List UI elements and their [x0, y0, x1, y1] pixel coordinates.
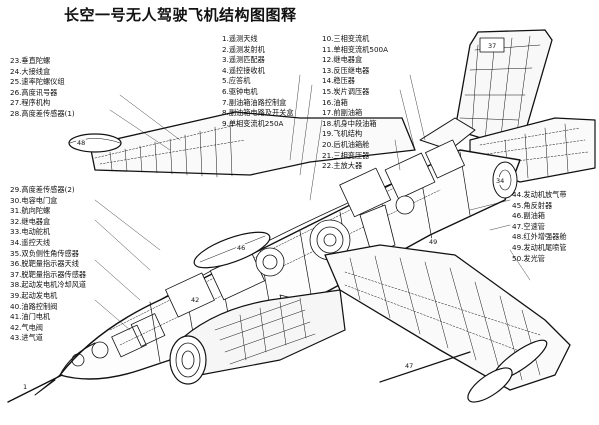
legend-entry: 15.炭片调压器	[322, 86, 370, 96]
legend-entry: 7.副油箱油路控制盒	[222, 97, 287, 107]
legend-entry: 18.机身中段油箱	[322, 118, 377, 128]
legend-entry: 20.后机油箱舱	[322, 139, 370, 149]
legend-entry: 46.副油箱	[512, 211, 545, 221]
callout-47: 47	[404, 362, 415, 370]
legend-entry: 25.速率陀螺仪组	[10, 77, 65, 87]
nose-cone	[7, 313, 166, 403]
legend-entry: 1.遥测天线	[222, 34, 258, 43]
callout-46: 46	[236, 244, 247, 252]
legend-entry: 23.垂直陀螺	[10, 56, 51, 65]
legend-entry: 27.程序机构	[10, 98, 51, 108]
legend-entry: 24.大接线盒	[10, 66, 51, 76]
legend-entry: 28.高度差传感器(1)	[10, 108, 75, 118]
leader-lines	[94, 74, 531, 331]
legend-entry: 22.主放大器	[322, 161, 363, 171]
pitot-tube	[379, 351, 471, 383]
legend-entry: 48.红外增强器舱	[512, 232, 567, 242]
legend-entry: 30.电容电门盒	[10, 195, 58, 205]
legend-entry: 14.稳压器	[322, 76, 355, 86]
legend-entry: 41.油门电机	[10, 312, 51, 322]
legend-entry: 12.继电器盒	[322, 55, 363, 65]
legend-entry: 19.飞机结构	[322, 129, 363, 139]
legend-entry: 13.反压继电器	[322, 65, 370, 75]
legend-entry: 34.遥控天线	[10, 237, 51, 247]
legend-entry: 5.应答机	[222, 76, 251, 86]
legend-entry: 17.前副油箱	[322, 108, 363, 118]
callout-37: 37	[487, 42, 498, 50]
callout-48: 48	[76, 139, 87, 147]
legend-entry: 39.起动发电机	[10, 290, 58, 300]
legend-entry: 49.发动机尾喷管	[512, 242, 567, 252]
legend-entry: 43.进气道	[10, 333, 43, 343]
legend-entry: 38.起动发电机冷却风道	[10, 280, 87, 290]
legend-entry: 11.单相变流机500A	[322, 44, 389, 54]
legend-entry: 2.遥测发射机	[222, 44, 265, 54]
callout-34: 34	[495, 177, 506, 185]
legend-entry: 10.三相变流机	[322, 34, 370, 43]
legend-entry: 42.气电阀	[10, 322, 43, 332]
legend-entry: 21.三相变压器	[322, 150, 370, 160]
legend-entry: 4.遥控接收机	[222, 65, 265, 75]
legend-entry: 8.副油箱电路及开关盒	[222, 108, 294, 118]
drop-tank	[193, 231, 271, 269]
legend-entry: 37.脱靶量指示器传感器	[10, 269, 87, 279]
legend-entry: 50.发光管	[512, 253, 545, 263]
legend-entry: 45.角反射器	[512, 200, 553, 210]
callout-42: 42	[190, 296, 201, 304]
diagram-title: 长空一号无人驾驶飞机结构图图释	[64, 6, 297, 24]
legend-entry: 3.遥测匹配器	[222, 55, 265, 65]
legend-entry: 26.高度讯号器	[10, 87, 58, 97]
engine-nacelle	[169, 289, 346, 385]
callout-1: 1	[22, 383, 29, 391]
legend-entry: 32.继电器盒	[10, 216, 51, 226]
legend-entry: 9.单相变流机250A	[222, 118, 284, 128]
callout-49: 49	[428, 238, 439, 246]
legend-entry: 35.双负侧性角传感器	[10, 248, 79, 258]
legend-entry: 6.驱钟电机	[222, 86, 258, 96]
legend-entry: 44.发动机放气带	[512, 190, 567, 199]
legend-entry: 16.油箱	[322, 97, 348, 107]
tail-assembly	[419, 29, 596, 183]
legend-entry: 33.电动舵机	[10, 227, 51, 237]
legend-entry: 47.空速管	[512, 221, 545, 231]
lower-wing	[324, 244, 571, 403]
legend-entry: 36.脱靶量指示器天线	[10, 259, 79, 269]
legend-entry: 29.高度差传感器(2)	[10, 185, 75, 194]
legend-entry: 40.油路控制阀	[10, 301, 58, 311]
legend-entry: 31.航向陀螺	[10, 206, 51, 216]
